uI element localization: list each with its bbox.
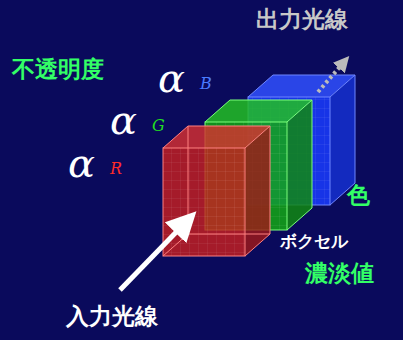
output-ray-label: 出力光線 [256, 8, 348, 31]
red-cube [163, 126, 270, 256]
input-ray-label: 入力光線 [66, 305, 158, 328]
channel-subscript: B [200, 76, 212, 92]
opacity-label: 不透明度 [12, 58, 104, 81]
channel-subscript: G [152, 118, 165, 134]
alpha-symbol: α [158, 58, 185, 98]
color-label: 色 [347, 184, 370, 207]
voxel-label: ボクセル [280, 233, 348, 250]
output-ray-arrow [318, 62, 344, 92]
alpha-symbol: α [68, 143, 95, 183]
channel-subscript: R [110, 161, 122, 177]
alpha-symbol: α [110, 100, 137, 140]
input-ray-arrow [120, 222, 186, 290]
density-label: 濃淡値 [305, 262, 374, 285]
